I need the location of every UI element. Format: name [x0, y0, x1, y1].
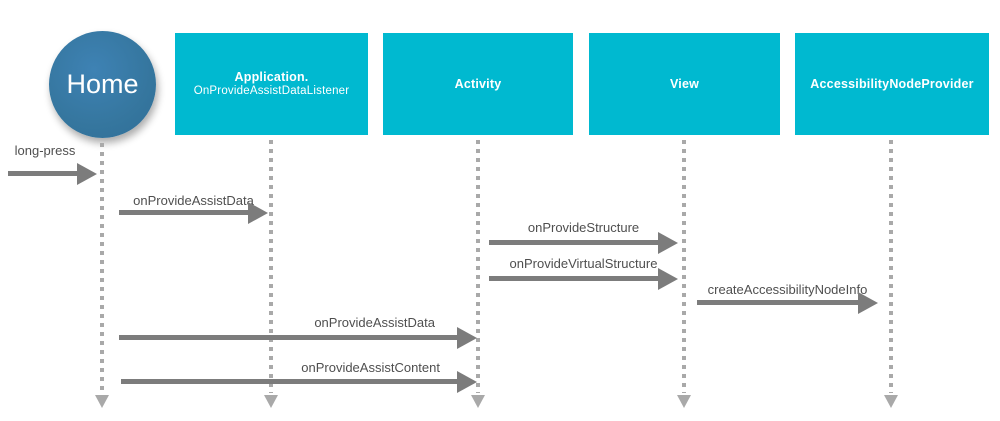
actor-view-label: View: [669, 77, 700, 91]
lifeline-application: [264, 140, 278, 408]
message-label-onprovideassistdata-application: onProvideAssistData: [133, 193, 254, 208]
message-arrow-onprovideassistdata-application: [119, 210, 248, 215]
lifeline-activity: [471, 140, 485, 408]
arrow-down-icon: [471, 395, 485, 408]
actor-accessibility-node-provider-label: AccessibilityNodeProvider: [810, 77, 974, 91]
actor-box-application: Application. OnProvideAssistDataListener: [175, 33, 368, 135]
actor-application-sublabel: OnProvideAssistDataListener: [193, 85, 350, 97]
actor-home-label: Home: [66, 69, 139, 99]
actor-home-circle: Home: [49, 31, 156, 138]
message-arrow-createaccessibilitynodeinfo: [697, 300, 858, 305]
lifeline-accessibility-node-provider: [884, 140, 898, 408]
lifeline-home: [95, 143, 109, 408]
message-arrow-onprovidevirtualstructure: [489, 276, 658, 281]
actor-box-view: View: [589, 33, 780, 135]
actor-activity-label: Activity: [454, 77, 502, 91]
message-arrow-onprovidestructure: [489, 240, 658, 245]
arrow-down-icon: [95, 395, 109, 408]
message-label-createaccessibilitynodeinfo: createAccessibilityNodeInfo: [707, 282, 868, 297]
message-label-onprovidestructure: onProvideStructure: [527, 220, 640, 235]
message-label-onprovidevirtualstructure: onProvideVirtualStructure: [509, 256, 658, 271]
message-label-onprovideassistcontent: onProvideAssistContent: [301, 360, 440, 375]
message-arrow-onprovideassistdata-activity: [119, 335, 457, 340]
arrow-down-icon: [884, 395, 898, 408]
actor-box-accessibility-node-provider: AccessibilityNodeProvider: [795, 33, 989, 135]
message-label-long-press: long-press: [14, 143, 76, 158]
actor-application-label: Application.: [234, 70, 309, 84]
message-arrow-long-press: [8, 171, 77, 176]
actor-box-activity: Activity: [383, 33, 573, 135]
message-label-onprovideassistdata-activity: onProvideAssistData: [314, 315, 435, 330]
arrow-down-icon: [677, 395, 691, 408]
lifeline-view: [677, 140, 691, 408]
arrow-down-icon: [264, 395, 278, 408]
message-arrow-onprovideassistcontent: [121, 379, 457, 384]
